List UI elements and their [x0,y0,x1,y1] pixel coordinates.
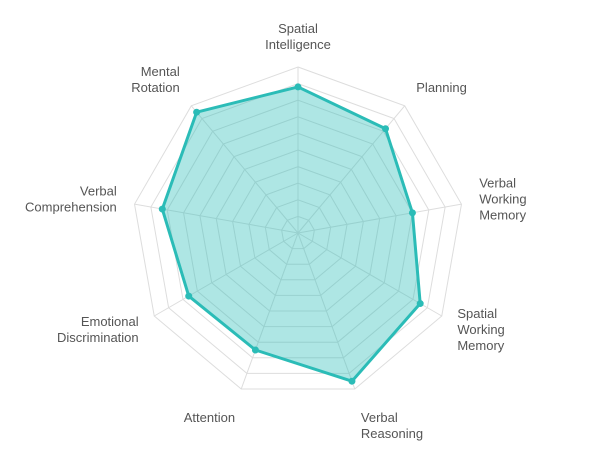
axis-label-line: Working [457,322,504,337]
spoke-5 [240,232,299,390]
spoke-6 [153,232,299,317]
axis-label-line: Memory [457,338,504,353]
spoke-2 [297,203,462,234]
grid-ring-50 [215,149,381,312]
axis-label-line: Intelligence [265,37,331,52]
axis-label-line: Spatial [278,21,318,36]
grid-ring-60 [199,132,397,328]
axis-label-line: Memory [479,207,526,222]
data-point-1[interactable] [382,125,389,133]
grid-ring-10 [281,215,315,250]
radar-grid [133,66,463,390]
spoke-8 [190,105,299,234]
grid-ring-80 [166,99,430,359]
data-point-8[interactable] [193,108,201,116]
axis-label-line: Emotional [81,314,139,329]
grid-ring-30 [248,182,348,281]
data-point-5[interactable] [251,346,259,354]
data-point-6[interactable] [185,292,193,300]
axis-label-line: Attention [184,410,235,425]
grid-ring-70 [183,116,413,343]
axis-label-line: Discrimination [57,330,139,345]
grid-ring-20 [264,199,332,265]
axis-label-line: Spatial [457,306,497,321]
data-point-0[interactable] [294,83,302,91]
data-point-7[interactable] [158,205,166,213]
grid-ring-90 [150,83,446,374]
axis-label-line: Rotation [131,80,179,95]
axis-label-5: Attention [184,410,235,425]
axis-label-line: Comprehension [25,199,117,214]
axis-label-line: Verbal [361,410,398,425]
axis-label-line: Verbal [479,175,516,190]
axis-label-line: Reasoning [361,426,423,441]
radar-series [158,83,424,385]
data-point-2[interactable] [408,209,416,217]
axis-label-1: Planning [416,80,467,95]
data-point-4[interactable] [348,377,356,385]
data-point-3[interactable] [416,300,424,308]
axis-label-line: Working [479,191,526,206]
grid-ring-100 [133,66,463,390]
axis-label-line: Verbal [80,183,117,198]
grid-ring-40 [232,166,364,296]
series-area-0 [160,85,422,383]
axis-label-line: Mental [141,64,180,79]
axis-label-line: Planning [416,80,467,95]
spoke-4 [297,232,356,390]
